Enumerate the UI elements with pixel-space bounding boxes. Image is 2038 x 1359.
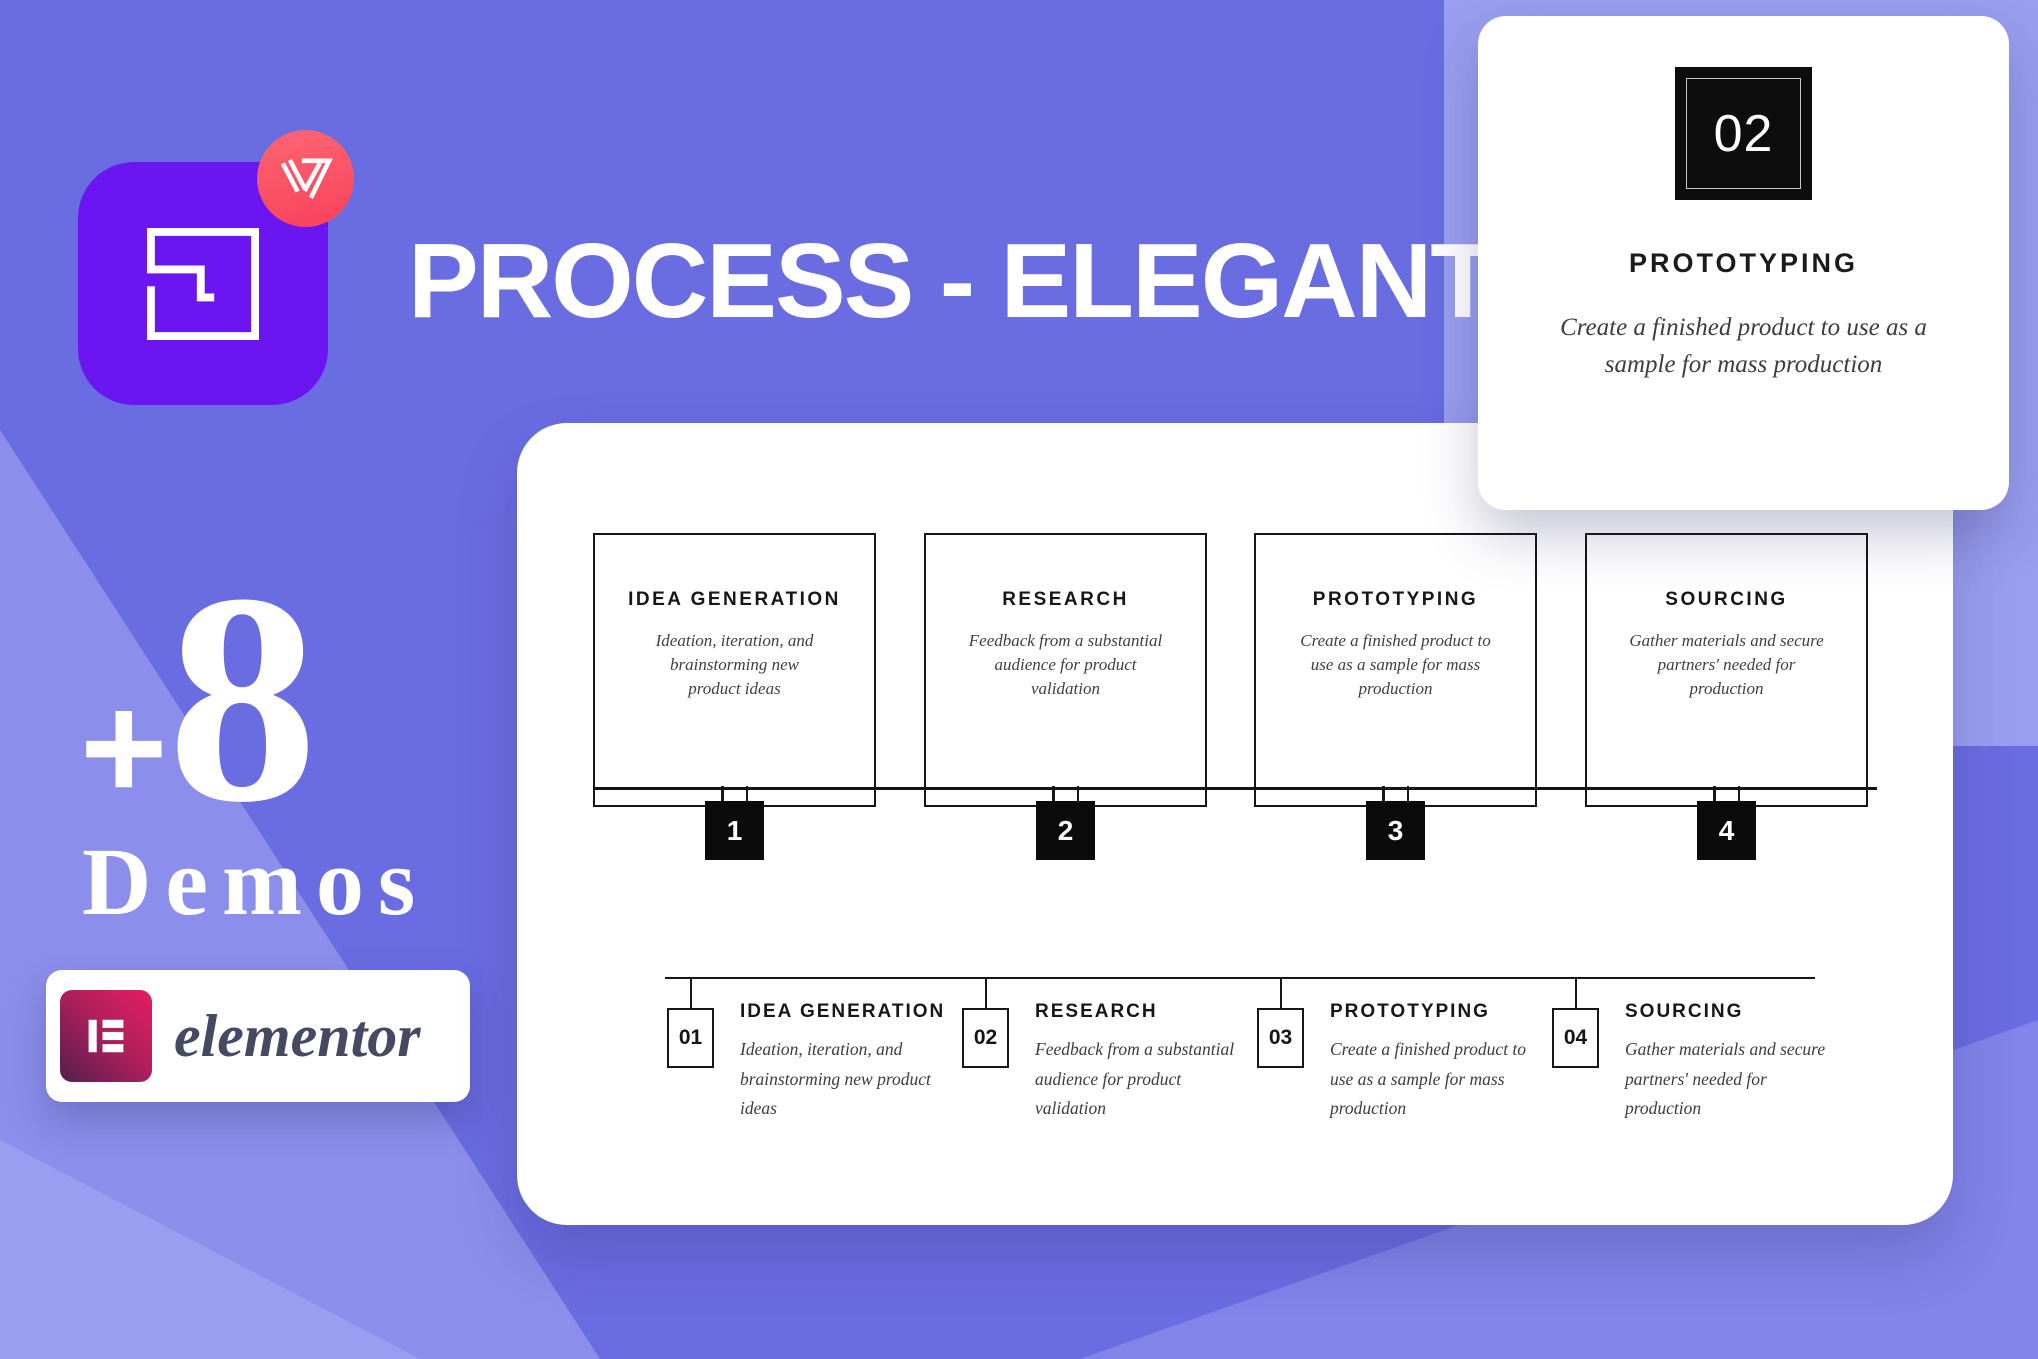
feature-step-description: Create a finished product to use as a sa…: [1560, 314, 1927, 378]
step-box-title: PROTOTYPING: [1312, 589, 1479, 610]
feature-step-number-badge: 02: [1675, 67, 1812, 200]
step-index: 03: [1268, 1026, 1293, 1049]
step-box-2: RESEARCH Feedback from a substantial aud…: [924, 525, 1215, 807]
step-box-description: Create a finished product to use as a sa…: [1300, 631, 1491, 698]
brand-badge: [257, 130, 354, 227]
step-box-3: PROTOTYPING Create a finished product to…: [1254, 525, 1545, 807]
feature-step-card: 02 PROTOTYPING Create a finished product…: [1478, 16, 2009, 510]
elementor-brand-card: elementor: [46, 970, 470, 1102]
step-number-badge-4: 4: [1697, 786, 1756, 860]
step-box-description: Feedback from a substantial audience for…: [968, 631, 1163, 698]
square-maze-icon: [147, 227, 259, 340]
step-number: 1: [726, 814, 743, 846]
step-box-4: SOURCING Gather materials and secure par…: [1585, 525, 1876, 807]
step-index: 01: [678, 1026, 703, 1049]
step-box-title: SOURCING: [1665, 589, 1788, 610]
step-number-badge-1: 1: [705, 786, 764, 860]
elementor-wordmark: elementor: [174, 1002, 421, 1069]
visualmodo-w-icon: [280, 158, 333, 199]
step-number: 2: [1057, 814, 1074, 846]
step-index-box-3: 03: [1257, 977, 1311, 1068]
step-box-1: IDEA GENERATION Ideation, iteration, and…: [593, 525, 884, 807]
demo-count: +8: [80, 548, 318, 848]
timeline-line-top: [593, 787, 1877, 790]
step-list-title: SOURCING: [1625, 1001, 1744, 1022]
demo-count-number: 8: [167, 532, 318, 864]
step-number-badge-3: 3: [1366, 786, 1425, 860]
step-list-description: Ideation, iteration, and brainstorming n…: [740, 1039, 931, 1118]
step-index-box-4: 04: [1552, 977, 1606, 1068]
plus-sign: +: [80, 663, 168, 831]
timeline-line-bottom: [665, 977, 1815, 979]
step-list-description: Create a finished product to use as a sa…: [1330, 1039, 1527, 1118]
feature-step-number: 02: [1713, 104, 1774, 163]
elementor-logo-icon: [60, 990, 152, 1082]
step-box-description: Gather materials and secure partners' ne…: [1629, 631, 1824, 698]
step-box-title: IDEA GENERATION: [628, 589, 841, 610]
step-number-badge-2: 2: [1036, 786, 1095, 860]
step-list-title: RESEARCH: [1035, 1001, 1158, 1022]
elementor-e-icon: [88, 1019, 124, 1053]
step-list-title: IDEA GENERATION: [740, 1001, 946, 1022]
step-list-description: Gather materials and secure partners' ne…: [1625, 1039, 1826, 1118]
step-box-title: RESEARCH: [1002, 589, 1129, 610]
step-index: 04: [1563, 1026, 1588, 1049]
demos-label: Demos: [82, 828, 430, 935]
feature-step-title: PROTOTYPING: [1628, 248, 1859, 278]
step-number: 3: [1387, 814, 1404, 846]
step-list-title: PROTOTYPING: [1330, 1001, 1490, 1022]
page-title: PROCESS - ELEGANT: [408, 222, 1495, 340]
step-box-description: Ideation, iteration, and brainstorming n…: [655, 631, 814, 698]
step-list-description: Feedback from a substantial audience for…: [1035, 1039, 1235, 1118]
step-index: 02: [973, 1026, 998, 1049]
step-index-box-1: 01: [667, 977, 721, 1068]
step-number: 4: [1718, 814, 1735, 846]
step-index-box-2: 02: [962, 977, 1016, 1068]
process-widget-card: IDEA GENERATION Ideation, iteration, and…: [517, 423, 1953, 1225]
